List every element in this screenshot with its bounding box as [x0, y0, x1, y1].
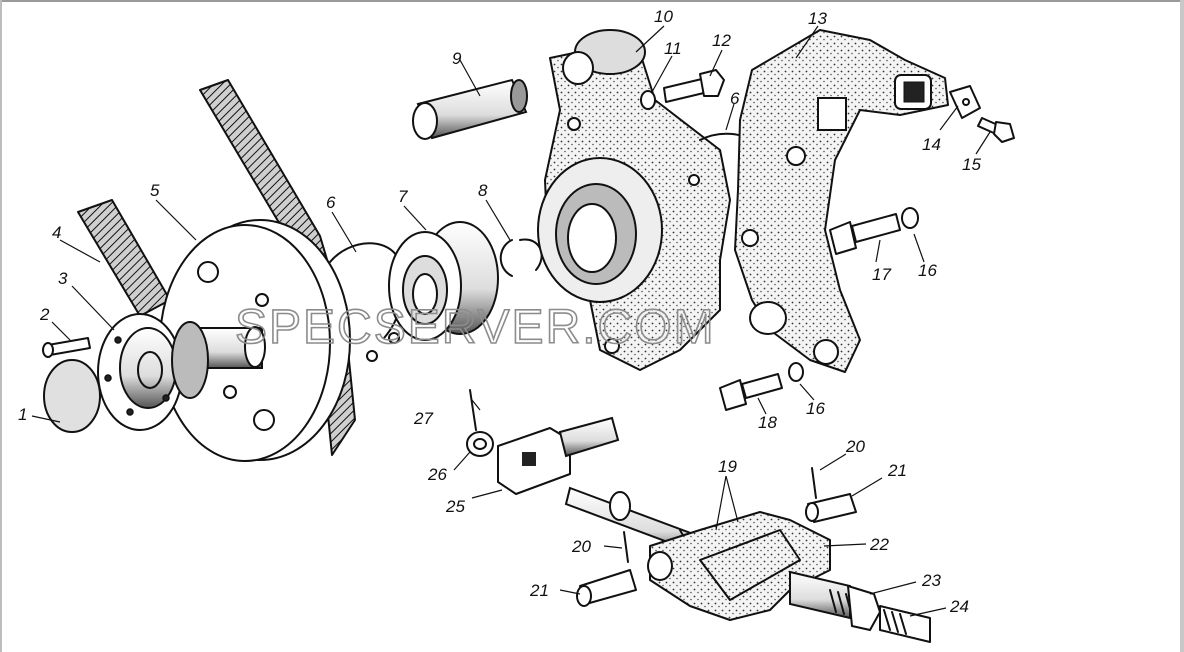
- callout-27: 27: [413, 409, 433, 428]
- callout-22: 22: [869, 535, 889, 554]
- callout-4: 4: [52, 223, 61, 242]
- washer-part-11: [640, 90, 656, 110]
- callout-2: 2: [39, 305, 50, 324]
- circlip-part-8: [499, 238, 543, 277]
- pin-part-21-right: [805, 493, 857, 523]
- pin-part-21-left: [576, 569, 637, 607]
- callout-12: 12: [712, 31, 731, 50]
- callout-8: 8: [478, 181, 488, 200]
- callout-6-left: 6: [326, 193, 336, 212]
- callout-15: 15: [962, 155, 981, 174]
- bolt-part-12: [663, 69, 725, 103]
- pin-part-20-right: [811, 467, 817, 499]
- callout-13: 13: [808, 9, 827, 28]
- swivel-block-part-25: [497, 416, 620, 495]
- washer-part-16-upper: [901, 207, 919, 229]
- frame-border-top: [0, 0, 1184, 2]
- adjuster-part-23: [789, 570, 881, 631]
- callout-5: 5: [150, 181, 160, 200]
- callout-14: 14: [922, 135, 941, 154]
- frame-border-left: [0, 0, 2, 652]
- watermark-text: SPECSERVER.COM: [235, 301, 716, 354]
- callout-9: 9: [452, 49, 462, 68]
- leader-lines: [31, 25, 991, 617]
- callout-26: 26: [427, 465, 447, 484]
- callout-11: 11: [664, 39, 682, 58]
- callout-labels: 1 2 3 4 5 6 7 8 9 10 11 12 6 13 14 15 17…: [18, 7, 981, 616]
- lock-plate-part-14: [949, 85, 981, 119]
- washer-part-26: [466, 431, 494, 457]
- callout-3: 3: [58, 269, 68, 288]
- callout-7: 7: [398, 187, 408, 206]
- pin-part-20-left: [623, 531, 629, 563]
- callout-19: 19: [718, 457, 737, 476]
- pin-part-27: [469, 389, 477, 431]
- bracket-housing-part-10: [537, 29, 731, 371]
- washer-part-16-lower: [788, 362, 804, 382]
- callout-16-lower: 16: [806, 399, 825, 418]
- callout-20-left: 20: [571, 537, 591, 556]
- lever-bracket-part-13: [734, 29, 949, 373]
- callout-25: 25: [445, 497, 465, 516]
- pin-shaft-part-9: [412, 78, 528, 140]
- cap-part-1: [43, 359, 101, 433]
- callout-21-left: 21: [529, 581, 549, 600]
- square-end-part-24: [879, 605, 931, 643]
- bolt-part-15: [977, 117, 1015, 143]
- callout-16-upper: 16: [918, 261, 937, 280]
- callout-23: 23: [921, 571, 941, 590]
- hub-flange-part-3: [97, 313, 209, 431]
- pin-part-2: [42, 337, 91, 358]
- bolt-part-18: [719, 373, 783, 411]
- bearing-part-7: [388, 221, 499, 341]
- frame-border-right: [1180, 0, 1184, 652]
- callout-1: 1: [18, 405, 27, 424]
- callout-24: 24: [949, 597, 969, 616]
- callout-17: 17: [872, 265, 891, 284]
- callout-10: 10: [654, 7, 673, 26]
- callout-21-right: 21: [887, 461, 907, 480]
- callout-18: 18: [758, 413, 777, 432]
- bolt-part-17: [829, 213, 901, 255]
- callout-6-right: 6: [730, 89, 740, 108]
- callout-20-right: 20: [845, 437, 865, 456]
